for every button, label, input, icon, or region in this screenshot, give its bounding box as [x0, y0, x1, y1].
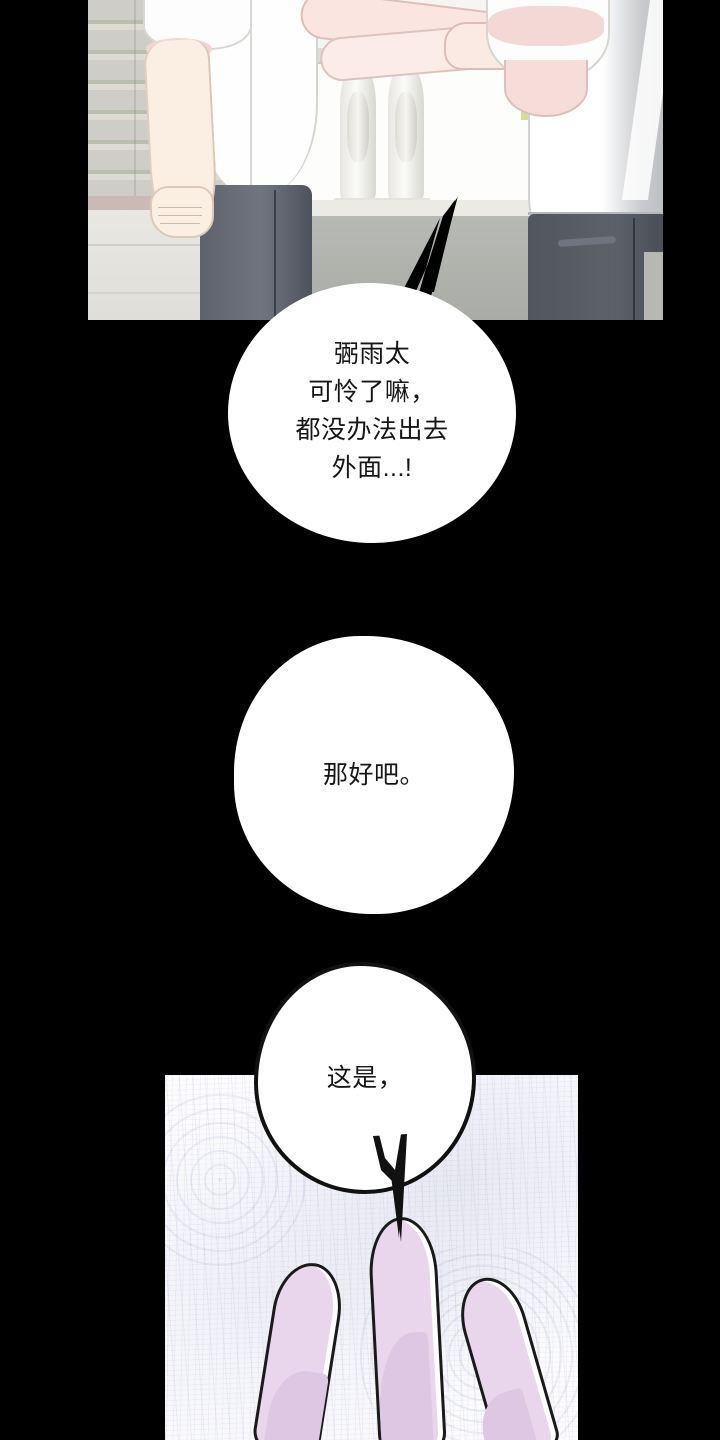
comic-panel-top: [88, 0, 663, 320]
right-floor-patch: [644, 252, 663, 320]
speech-tail-1-icon: [402, 196, 458, 304]
comic-panel-bottom: [165, 1075, 578, 1440]
speech-bubble-2: 那好吧。: [234, 636, 514, 914]
speech-tail-3-icon: [373, 1134, 407, 1242]
right-character-trouser-seam: [633, 218, 635, 320]
left-character-shirt-fold: [250, 0, 252, 190]
right-character-arm: [504, 60, 588, 117]
right-character-sleeve-shadow: [488, 6, 604, 46]
speech-bubble-1: 弻雨太 可怜了嘛， 都没办法出去 外面...!: [228, 283, 516, 543]
speech-bubble-3: 这是，: [254, 962, 476, 1194]
ground-seam-lower: [88, 292, 296, 294]
left-character-finger-lines: [158, 200, 202, 230]
left-character-trouser-seam: [274, 190, 276, 320]
speech-bubble-3-text: 这是，: [326, 1064, 404, 1092]
right-character-trousers: [528, 214, 663, 320]
ground-seam-upper: [88, 244, 296, 246]
speech-bubble-2-text: 那好吧。: [322, 761, 425, 789]
baluster-left-waist: [347, 92, 369, 162]
right-character-shirt-hem: [528, 212, 663, 215]
left-character-trousers: [200, 185, 312, 320]
baluster-right-waist: [395, 92, 417, 162]
speech-bubble-1-text: 弻雨太 可怜了嘛， 都没办法出去 外面...!: [295, 340, 449, 482]
